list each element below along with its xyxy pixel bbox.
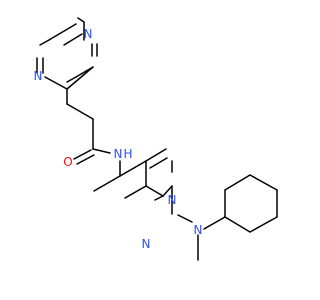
bond (66, 103, 94, 120)
atom-labels: N N O N H N N N (34, 27, 203, 251)
bond (66, 66, 94, 90)
bond (44, 76, 68, 90)
bond (73, 149, 92, 160)
bond (39, 39, 50, 46)
bonds (36, 17, 278, 261)
amide-hydrogen-label: H (123, 147, 132, 161)
bond (92, 148, 111, 154)
pyrimidine-nitrogen-label: N (168, 193, 177, 207)
bond (249, 216, 278, 233)
pyrimidine-nitrogen-label: N (142, 237, 151, 251)
bond (119, 160, 147, 177)
bond (203, 216, 226, 230)
pyrazine-nitrogen-label: N (34, 69, 43, 83)
pyrazine-nitrogen-label: N (84, 27, 93, 41)
bond (177, 214, 193, 223)
bond (93, 175, 121, 192)
amide-nitrogen-label: N (114, 147, 123, 161)
bond (63, 33, 83, 46)
background (0, 0, 300, 300)
bond (224, 174, 251, 191)
bond (124, 185, 147, 199)
bond (145, 148, 167, 162)
bond (76, 154, 95, 165)
bond (154, 195, 164, 201)
amine-nitrogen-label: N (194, 223, 203, 237)
bond (77, 17, 85, 23)
bond (145, 185, 164, 197)
bond (149, 157, 168, 169)
bond (224, 216, 251, 233)
carbonyl-oxygen-label: O (63, 155, 72, 169)
bond (48, 23, 77, 41)
bond (162, 185, 173, 197)
bond (249, 174, 278, 191)
molecule-structure: N N O N H N N N (0, 0, 300, 300)
bond (66, 76, 77, 83)
